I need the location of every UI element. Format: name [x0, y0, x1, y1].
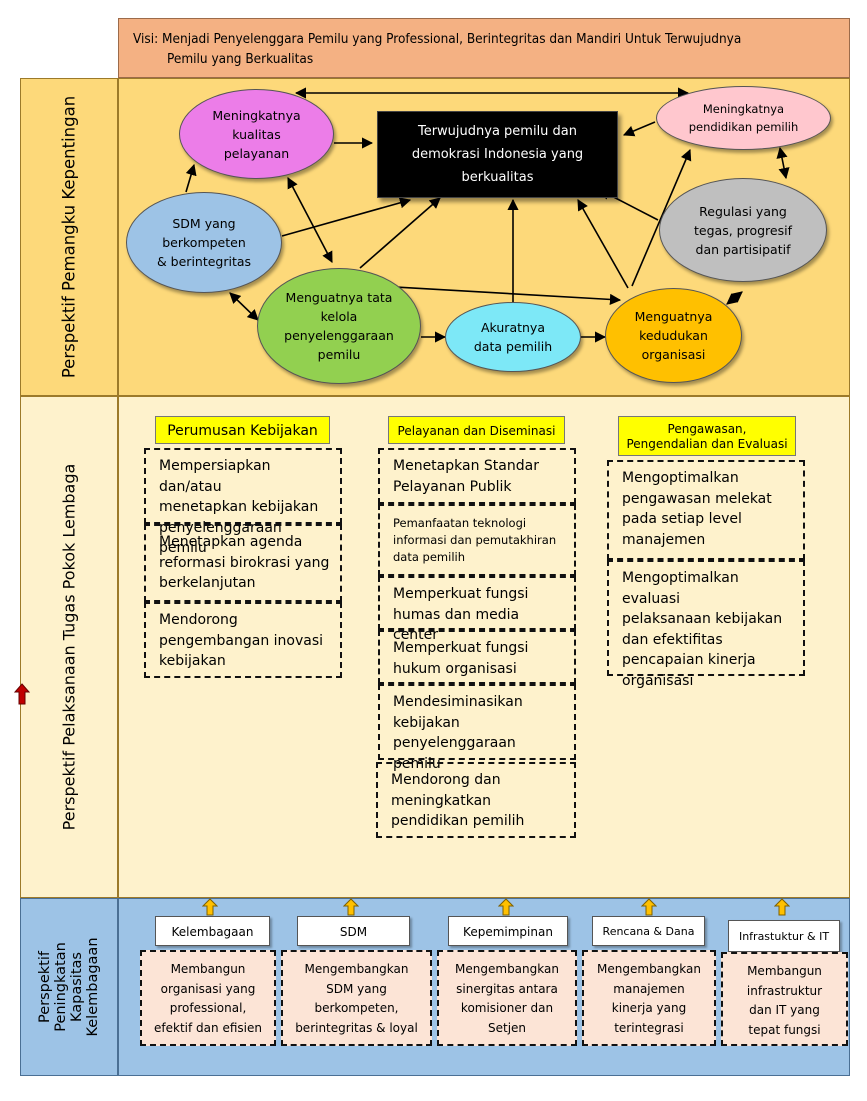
capacity-label-sdm: SDM: [297, 916, 410, 946]
capacity-arrow-1-icon: [202, 898, 218, 916]
capacity-label-kelembagaan: Kelembagaan: [155, 916, 270, 946]
capacity-label-kepemimpinan: Kepemimpinan: [448, 916, 568, 946]
capacity-arrow-3-icon: [498, 898, 514, 916]
capacity-arrow-2-icon: [343, 898, 359, 916]
internal-perspective-label: Perspektif Pelaksanaan Tugas Pokok Lemba…: [20, 396, 118, 898]
header-perumusan-kebijakan: Perumusan Kebijakan: [155, 416, 330, 444]
vision-line-1: Visi: Menjadi Penyelenggara Pemilu yang …: [133, 31, 742, 47]
capacity-label-rencana: Rencana & Dana: [592, 916, 705, 946]
red-up-arrow-icon: [14, 683, 30, 705]
internal-band: [118, 396, 850, 898]
header-pengawasan: Pengawasan, Pengendalian dan Evaluasi: [618, 416, 796, 456]
header-pelayanan-diseminasi: Pelayanan dan Diseminasi: [388, 416, 565, 444]
capacity-arrow-5-icon: [774, 898, 790, 916]
capacity-arrow-4-icon: [641, 898, 657, 916]
stakeholder-perspective-label: Perspektif Pemangku Kepentingan: [20, 78, 118, 396]
goal-box: Terwujudnya pemilu dan demokrasi Indones…: [377, 111, 618, 198]
capacity-label-infrastruktur: Infrastuktur & IT: [728, 920, 840, 952]
learning-perspective-label: Perspektif Peningkatan Kapasitas Kelemba…: [20, 898, 118, 1076]
vision-line-2: Pemilu yang Berkualitas: [167, 51, 314, 67]
vision-box: Visi: Menjadi Penyelenggara Pemilu yang …: [118, 18, 850, 78]
